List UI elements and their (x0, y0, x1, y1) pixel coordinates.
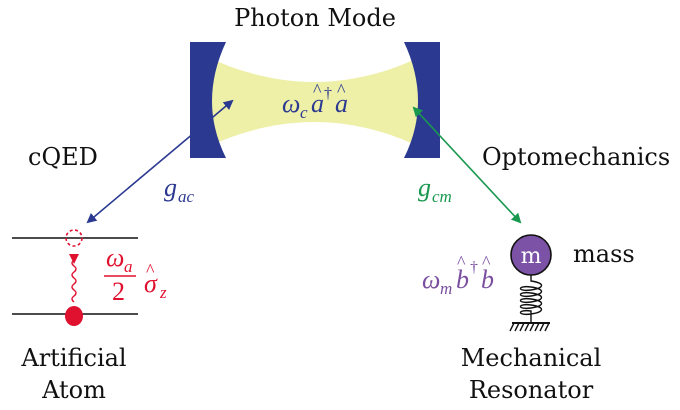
excitation-wavy-arrow (69, 254, 79, 303)
cavity-hamiltonian: ω c a ^ † a ^ (282, 80, 348, 122)
svg-text:z: z (159, 283, 167, 302)
cavity-field (205, 56, 422, 148)
svg-text:b: b (456, 265, 469, 294)
svg-text:^: ^ (482, 252, 491, 272)
mass-symbol: m (521, 244, 542, 269)
svg-text:m: m (440, 279, 452, 298)
optomechanics-label: Optomechanics (482, 143, 670, 171)
mechanical-hamiltonian: ω m b ^ † b ^ (422, 252, 494, 298)
svg-text:†: † (470, 259, 478, 276)
svg-text:b: b (481, 265, 494, 294)
svg-text:g: g (418, 173, 431, 202)
svg-text:^: ^ (146, 260, 155, 280)
svg-text:a: a (124, 257, 133, 276)
g-ac-label: g ac (164, 173, 195, 206)
svg-text:a: a (335, 89, 348, 118)
mechanical-resonator-label-line2: Resonator (469, 376, 594, 404)
svg-text:^: ^ (313, 80, 322, 100)
svg-text:2: 2 (112, 277, 125, 306)
excited-state-circle (65, 229, 83, 247)
ground-anchor (509, 322, 550, 332)
svg-text:ω: ω (106, 243, 124, 272)
svg-text:ac: ac (178, 187, 195, 206)
svg-text:^: ^ (337, 80, 346, 100)
svg-text:cm: cm (432, 187, 452, 206)
atom-hamiltonian: ω a 2 σ ^ z (104, 243, 167, 306)
spring (519, 275, 543, 322)
svg-text:^: ^ (457, 252, 466, 272)
svg-text:†: † (324, 85, 332, 102)
cqed-label: cQED (28, 143, 98, 171)
artificial-atom-label-line1: Artificial (20, 344, 126, 372)
mass-label: mass (573, 240, 635, 268)
svg-text:g: g (164, 173, 177, 202)
g-cm-label: g cm (418, 173, 452, 206)
svg-text:σ: σ (144, 269, 158, 298)
artificial-atom-label-line2: Atom (41, 376, 106, 404)
ground-state-dot (65, 306, 83, 326)
diagram-title: Photon Mode (234, 4, 396, 32)
svg-text:ω: ω (282, 89, 300, 118)
svg-text:ω: ω (422, 265, 440, 294)
cavity-mechanics-coupling-arrow (412, 106, 522, 224)
mechanical-resonator-label-line1: Mechanical (461, 344, 602, 372)
svg-text:c: c (300, 103, 308, 122)
svg-text:a: a (311, 89, 324, 118)
atom-cavity-coupling-arrow (86, 99, 234, 224)
